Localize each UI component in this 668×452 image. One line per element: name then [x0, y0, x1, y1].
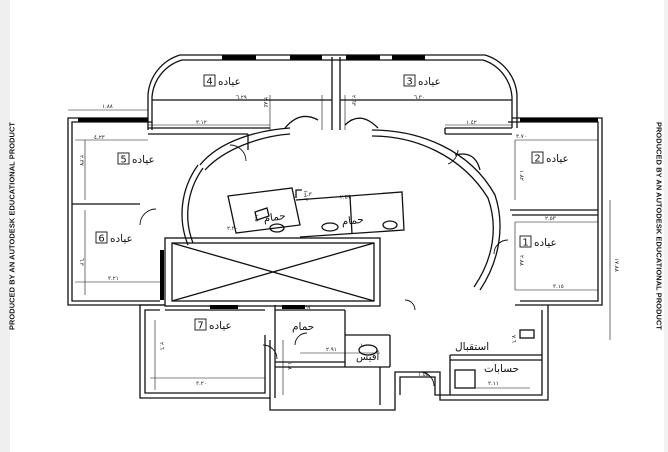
room-label-clinic-7: 7 عياده — [194, 318, 232, 332]
dim-label: ١.٨٨ — [102, 104, 113, 110]
svg-text:5: 5 — [120, 155, 126, 166]
dimension-lines — [68, 95, 611, 395]
scan-margin-right — [664, 0, 668, 452]
left-windows — [78, 117, 164, 300]
dim-label: ٦.٣٠ — [414, 95, 425, 101]
dim-label: ٢.٨٤ — [262, 97, 269, 108]
room-label-clinic-3: 3 عياده — [403, 74, 441, 88]
room-label-reception: استقبال — [455, 341, 489, 353]
dim-label: ٢.٨٨ — [518, 255, 524, 266]
room-label-clinic-5: 5 عياده — [117, 152, 155, 166]
svg-text:7: 7 — [197, 321, 203, 332]
dim-label: ١.٥ — [253, 214, 259, 222]
svg-text:عياده: عياده — [546, 153, 569, 165]
dim-label: ١.٥٤ — [418, 371, 429, 378]
dim-label: ١.٦٧ — [300, 305, 311, 311]
dim-label: ١.١٣ — [302, 190, 308, 201]
dim-label: ٣.٧٠ — [516, 134, 527, 140]
dim-label: ١.٣ — [304, 192, 312, 198]
room-label-clinic-2: 2 عياده — [531, 151, 569, 165]
dim-label: ٢.٥٣ — [545, 216, 556, 222]
dim-label: ٢.٩١ — [326, 347, 337, 353]
room-label-clinic-4: 4 عياده — [203, 74, 241, 88]
room-label-office: أفيس — [356, 350, 380, 363]
dimension-labels: ١.٨٨ ٦.٢٩ ٢.٨٤ ٢.٦٣ ٦.٣٠ ٣.١٢ ١.٤٢ ٤.٢٣ … — [78, 95, 619, 387]
dim-label: ٧.٦ — [510, 335, 516, 343]
room-label-bath-b: حمام — [341, 214, 364, 228]
light-shaft — [164, 237, 381, 307]
dim-label: ٢.٣٠ — [227, 226, 238, 232]
scan-margin — [0, 0, 10, 452]
dim-label: ٢.٦٣ — [350, 95, 356, 106]
dim-label: ٢.٣٧ — [78, 155, 84, 166]
dim-label: ٣.٢٠ — [196, 381, 207, 387]
room-label-clinic-1: 1 عياده — [519, 235, 557, 249]
dim-label: ٢.١١ — [488, 381, 499, 387]
svg-text:عياده: عياده — [418, 76, 441, 88]
dim-label: ٣.١٥ — [553, 284, 564, 290]
svg-text:3: 3 — [406, 77, 412, 88]
svg-text:عياده: عياده — [132, 154, 155, 166]
dim-label: ١.٨ — [286, 362, 292, 370]
dim-label: ١.٠٠ — [360, 343, 371, 349]
room-label-bath-a: حمام — [263, 210, 287, 225]
svg-text:2: 2 — [534, 154, 540, 165]
dim-label: ٢.٥٧ — [340, 194, 351, 201]
dim-label: ٦.٣ — [78, 258, 84, 266]
dim-label: ٢.٦ — [158, 342, 164, 350]
central-hall-curve — [181, 115, 501, 291]
svg-text:عياده: عياده — [209, 320, 232, 332]
bottom-wing-walls — [139, 304, 549, 411]
dim-label: ٣.٢١ — [108, 276, 119, 282]
svg-text:عياده: عياده — [218, 76, 241, 88]
room-label-accounts: حسابات — [484, 363, 519, 375]
svg-text:عياده: عياده — [110, 233, 133, 245]
dim-label: ١.٤٢ — [466, 119, 477, 126]
room-label-bath-c: حمام — [292, 321, 314, 333]
dim-label: ٤.٢٣ — [94, 134, 105, 141]
dim-label: ٦.٢٩ — [236, 95, 247, 101]
svg-text:عياده: عياده — [534, 237, 557, 249]
svg-text:4: 4 — [206, 77, 212, 88]
dim-label: ١٧.٨٨ — [613, 258, 619, 272]
room-label-clinic-6: 6 عياده — [95, 231, 133, 245]
right-wing-walls — [444, 117, 603, 306]
top-wing-walls — [147, 54, 518, 130]
dim-label: ١.٨٢ — [518, 170, 524, 181]
bathrooms-block — [227, 187, 405, 238]
svg-text:1: 1 — [522, 238, 528, 249]
door-swings — [139, 144, 509, 387]
dim-label: ٣.١٢ — [196, 120, 207, 126]
svg-text:6: 6 — [98, 234, 104, 245]
